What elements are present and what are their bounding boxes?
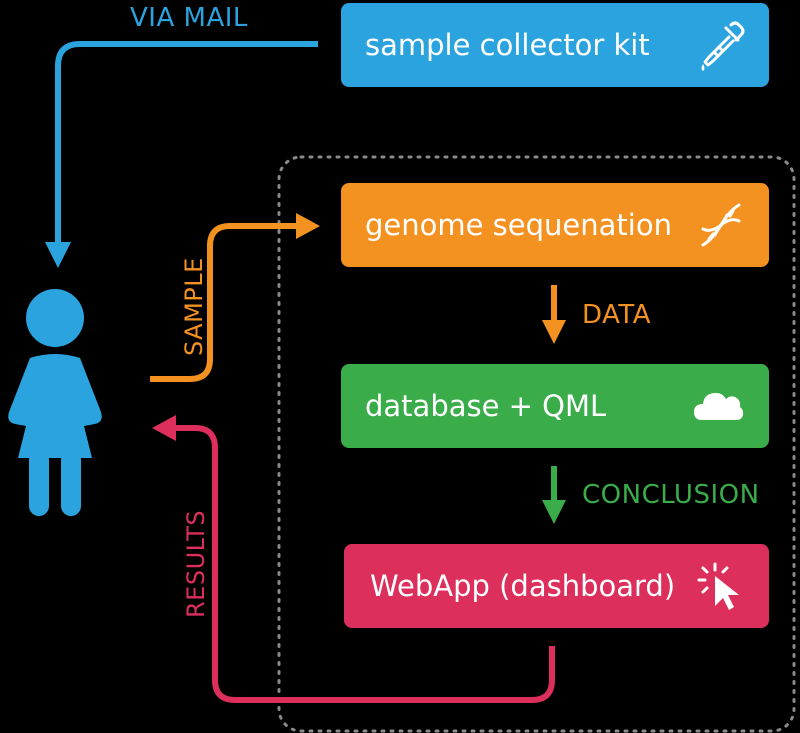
cursor-click-icon [697,562,739,610]
via-mail-arrow [45,41,318,268]
data-label: DATA [582,300,651,330]
database-qml-box: database + QML [341,364,769,448]
conclusion-label: CONCLUSION [582,480,760,510]
cloud-icon [694,392,744,420]
box-label: WebApp (dashboard) [370,569,676,603]
box-label: sample collector kit [365,28,650,62]
box-label: genome sequenation [365,208,672,242]
box-label: database + QML [365,389,607,423]
results-arrow [152,415,555,703]
conclusion-arrow [542,466,566,524]
service-boundary [277,155,796,733]
sample-collector-kit-box: sample collector kit [341,3,769,87]
sample-label: SAMPLE [180,257,208,356]
webapp-dashboard-box: WebApp (dashboard) [344,544,769,628]
via-mail-label: VIA MAIL [130,3,248,33]
pipette-icon [701,21,745,71]
person-icon [8,289,102,516]
genome-sequenation-box: genome sequenation [341,183,769,267]
results-label: RESULTS [182,509,210,618]
dna-icon [701,203,741,247]
sample-arrow [150,213,320,382]
data-arrow [542,285,566,344]
